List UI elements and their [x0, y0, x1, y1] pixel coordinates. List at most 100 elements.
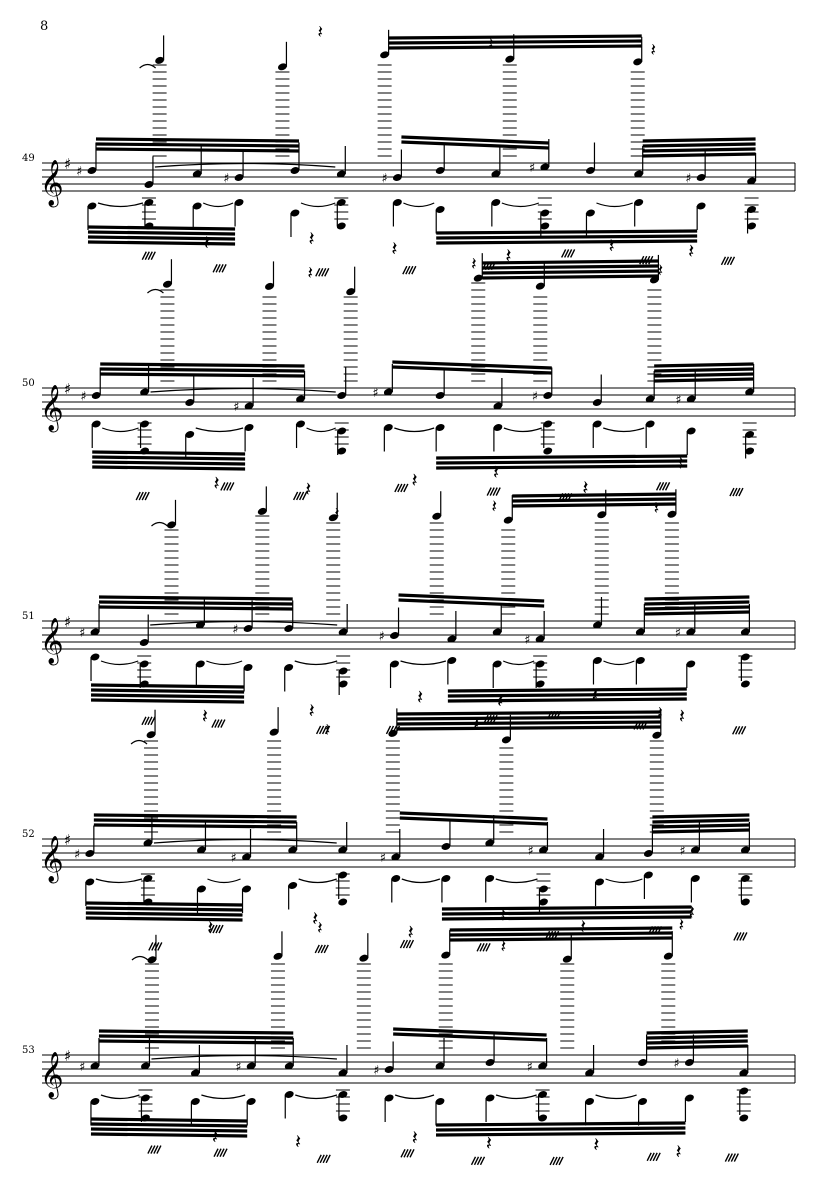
accidental-sharp: ♯: [232, 623, 238, 638]
accidental-sharp: ♯: [79, 1060, 85, 1075]
tremolo-slash: [321, 268, 327, 277]
chord-note: [234, 174, 244, 181]
high-note: [380, 51, 390, 59]
quarter-rest: 𝄽: [500, 903, 506, 927]
tie: [150, 387, 336, 393]
chord-note: [538, 1062, 548, 1070]
chord-note: [686, 628, 696, 636]
chord-note: [140, 1094, 150, 1102]
chord-note: [195, 621, 205, 629]
tie: [605, 878, 643, 884]
chord-note: [338, 846, 348, 854]
beam: [92, 460, 246, 466]
chord-note: [392, 199, 402, 206]
tremolo-slash: [292, 491, 299, 501]
tremolo-slash: [319, 1154, 325, 1164]
chord-note: [144, 199, 154, 206]
beam: [93, 823, 297, 829]
tie: [202, 202, 234, 208]
quarter-rest: 𝄽: [317, 918, 323, 939]
beam: [95, 137, 299, 143]
chord-note: [242, 853, 251, 861]
high-note: [597, 511, 607, 519]
beam: [396, 725, 661, 731]
beam: [92, 465, 246, 471]
quarter-rest: 𝄽: [486, 1131, 492, 1155]
tremolo-slash: [405, 939, 412, 949]
beam: [91, 693, 245, 699]
tremolo-slash: [321, 725, 328, 735]
chord-note: [540, 163, 550, 171]
tie: [206, 660, 243, 666]
chord-note: [139, 639, 149, 646]
chord-note: [538, 1091, 548, 1098]
beam: [90, 1122, 248, 1128]
systems: 49𝄞♯♯♯♯♯♯𝄽𝄽𝄽𝄽𝄽𝄽𝄽𝄽𝄽50𝄞♯♯♯♯♯♯𝄽𝄽𝄽𝄽𝄽𝄽𝄽𝄽𝄽51𝄞♯…: [22, 22, 796, 1166]
tremolo-slash: [400, 483, 406, 493]
quarter-rest: 𝄽: [688, 239, 694, 263]
chord-note: [491, 170, 501, 178]
low-note: [543, 447, 553, 455]
tremolo-slash: [735, 725, 741, 735]
tremolo-slash: [315, 725, 322, 735]
chord-note: [243, 664, 253, 671]
tremolo-slash: [212, 924, 218, 934]
chord-note: [383, 424, 393, 431]
chord-note: [338, 1091, 348, 1098]
high-note: [663, 952, 673, 960]
chord-note: [492, 628, 502, 636]
chord-note: [690, 846, 700, 854]
chord-note: [246, 1062, 256, 1070]
chord-note: [246, 1098, 256, 1105]
tremolo-slash: [473, 1156, 480, 1166]
page-number: 8: [40, 19, 48, 34]
quarter-rest: 𝄽: [689, 900, 695, 924]
accidental-sharp: ♯: [235, 1060, 241, 1075]
accidental-sharp: ♯: [379, 630, 385, 645]
chord-note: [391, 853, 401, 861]
beam: [396, 710, 661, 716]
tremolo-slash: [215, 264, 221, 273]
beam: [642, 137, 756, 143]
chord-note: [543, 420, 553, 428]
chord-note: [338, 667, 348, 675]
high-note: [265, 282, 274, 290]
quarter-rest: 𝄽: [491, 497, 497, 518]
beam: [436, 229, 698, 235]
low-note: [538, 1114, 548, 1122]
chord-note: [391, 875, 401, 882]
chord-note: [242, 885, 251, 893]
tremolo-slash: [738, 487, 744, 497]
tremolo-slash: [156, 1145, 162, 1154]
tremolo-slash: [661, 482, 668, 491]
tremolo-slash: [216, 1148, 222, 1158]
quarter-rest: 𝄽: [307, 263, 313, 284]
system-1: 49𝄞♯♯♯♯♯♯𝄽𝄽𝄽𝄽𝄽𝄽𝄽𝄽𝄽: [22, 22, 796, 277]
quarter-rest: 𝄽: [493, 460, 499, 484]
chord-note: [195, 660, 205, 668]
tremolo-slash: [229, 482, 235, 491]
chord-note: [139, 660, 149, 668]
beam: [98, 1039, 294, 1045]
tremolo-slash: [729, 487, 735, 497]
low-note: [745, 447, 755, 455]
tie: [147, 288, 164, 294]
tremolo-slash: [723, 256, 730, 266]
quarter-rest: 𝄽: [408, 920, 414, 944]
chord-note: [635, 628, 645, 636]
chord-note: [696, 174, 706, 181]
tie: [102, 427, 139, 433]
beam: [87, 240, 236, 246]
beam: [399, 811, 548, 821]
tremolo-slash: [729, 256, 736, 266]
chord-note: [384, 1094, 394, 1102]
quarter-rest: 𝄽: [658, 261, 664, 282]
beam: [482, 259, 659, 265]
beam: [87, 225, 236, 231]
chord-note: [185, 399, 195, 406]
high-note: [273, 952, 283, 960]
tremolo-slash: [144, 491, 150, 501]
key-signature-sharp: ♯: [64, 155, 71, 173]
chord-note: [686, 427, 696, 435]
high-note: [432, 512, 442, 520]
